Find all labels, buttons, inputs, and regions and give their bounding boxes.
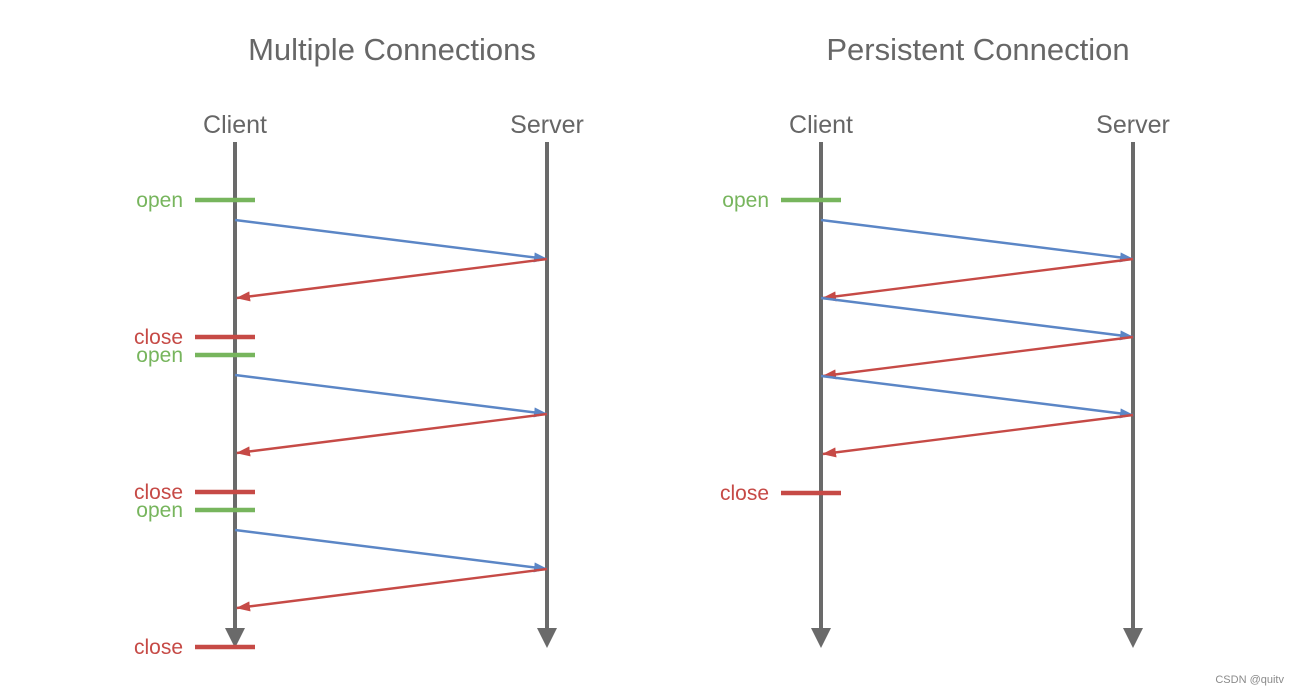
close-label: close bbox=[134, 481, 183, 504]
response-message-arrow bbox=[236, 567, 548, 612]
server-label: Server bbox=[510, 111, 584, 139]
response-message-arrow bbox=[822, 413, 1134, 458]
open-label: open bbox=[136, 189, 183, 212]
server-lifeline-arrowhead bbox=[537, 628, 557, 648]
response-message-arrow bbox=[822, 335, 1134, 380]
client-lifeline-arrowhead bbox=[811, 628, 831, 648]
request-message-arrow bbox=[234, 373, 548, 418]
request-message-arrow bbox=[234, 528, 548, 573]
server-lifeline-arrowhead bbox=[1123, 628, 1143, 648]
open-label: open bbox=[722, 189, 769, 212]
request-message-arrow bbox=[820, 374, 1134, 419]
response-message-arrow bbox=[236, 412, 548, 457]
request-message-arrow bbox=[234, 218, 548, 263]
client-lifeline-arrowhead bbox=[225, 628, 245, 648]
request-message-arrow bbox=[820, 296, 1134, 341]
panel-title: Multiple Connections bbox=[248, 32, 536, 67]
client-label: Client bbox=[789, 111, 853, 139]
watermark: CSDN @quitv bbox=[1215, 674, 1284, 686]
response-message-arrow bbox=[822, 257, 1134, 302]
response-message-arrow bbox=[236, 257, 548, 302]
panel-multiple-connections: Multiple Connections Client Server openc… bbox=[134, 32, 584, 659]
open-label: open bbox=[136, 499, 183, 522]
close-label: close bbox=[134, 636, 183, 659]
server-label: Server bbox=[1096, 111, 1170, 139]
close-label: close bbox=[134, 326, 183, 349]
panel-persistent-connection: Persistent Connection Client Server open… bbox=[720, 32, 1170, 648]
close-label: close bbox=[720, 482, 769, 505]
panel-title: Persistent Connection bbox=[826, 32, 1129, 67]
open-label: open bbox=[136, 344, 183, 367]
client-label: Client bbox=[203, 111, 267, 139]
request-message-arrow bbox=[820, 218, 1134, 263]
event-group: open close bbox=[720, 189, 1134, 505]
